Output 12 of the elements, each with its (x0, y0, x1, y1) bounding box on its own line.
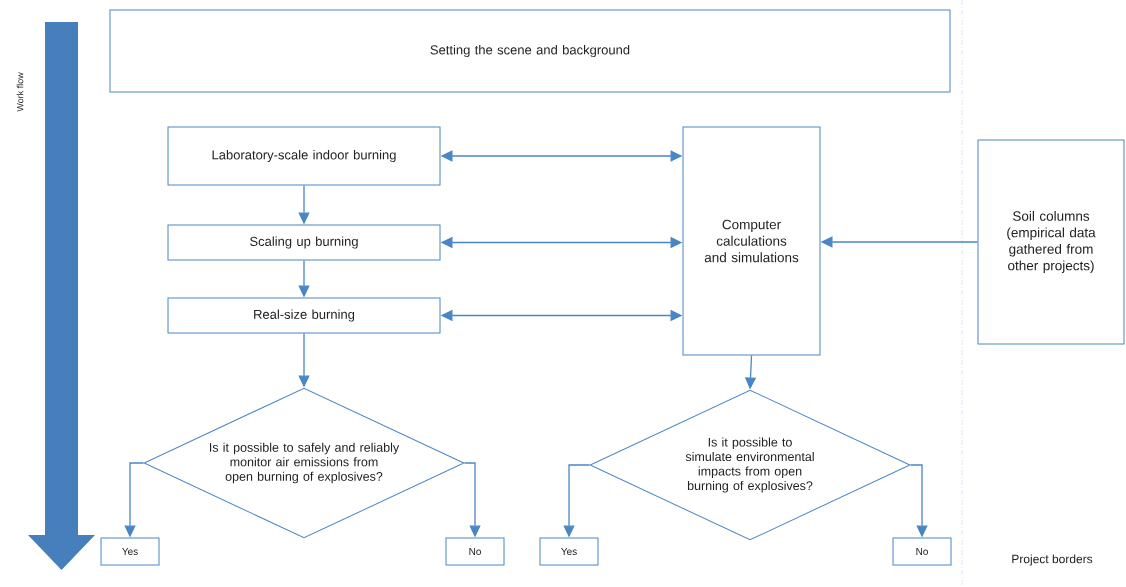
process-box: Computer calculations and simulations (682, 126, 821, 356)
region-label: Project borders (1012, 554, 1093, 566)
answer-box: No (892, 537, 952, 566)
answer-box: No (445, 537, 505, 566)
answer-box: Yes (100, 537, 160, 566)
axis-label: Work flow (16, 72, 24, 112)
process-box: Setting the scene and background (109, 9, 951, 93)
process-box: Soil columns (empirical data gathered from other projects) (977, 139, 1125, 345)
process-box: Laboratory-scale indoor burning (167, 126, 441, 186)
answer-box: Yes (539, 537, 599, 566)
process-box: Real-size burning (167, 297, 441, 334)
process-box: Scaling up burning (167, 224, 441, 261)
